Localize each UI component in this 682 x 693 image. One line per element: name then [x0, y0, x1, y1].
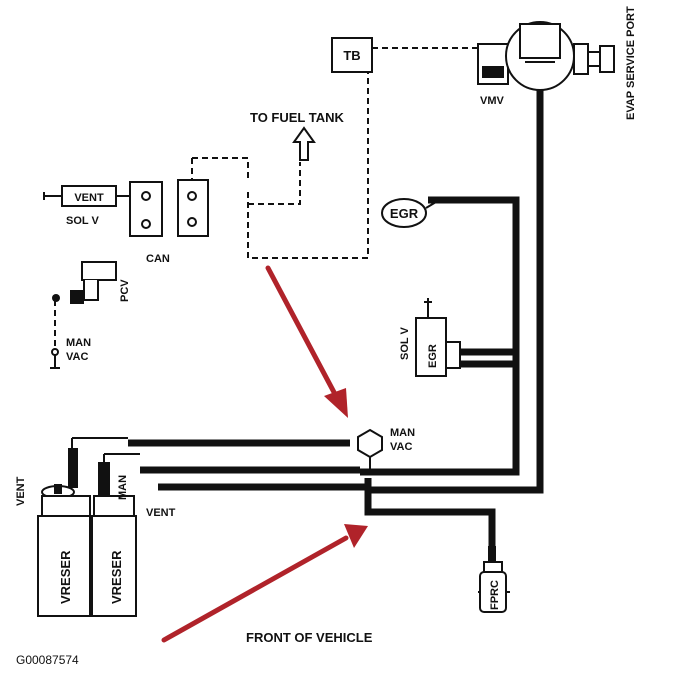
- man-reservoir-label: MAN: [117, 475, 129, 500]
- vacuum-reservoir-1: VRESER: [37, 438, 91, 617]
- figure-id-label: G00087574: [16, 653, 79, 667]
- pcv-label: PCV: [119, 279, 131, 302]
- pcv-valve: PCV: [52, 261, 131, 304]
- to-fuel-tank-arrow: TO FUEL TANK: [250, 110, 345, 161]
- fprc-label: FPRC: [489, 580, 501, 610]
- canister: CAN: [129, 179, 209, 265]
- egr-top-label: EGR: [390, 206, 419, 221]
- man-label-right: MAN: [390, 427, 415, 439]
- vacuum-reservoir-2: VRESER MAN: [91, 462, 137, 617]
- red-arrow-bottom: [161, 524, 368, 643]
- sol-v-label: SOL V: [66, 215, 99, 227]
- fprc-hose: [364, 478, 496, 548]
- vent-solenoid: VENT SOL V: [43, 185, 138, 227]
- egr-solenoid-label: EGR: [427, 344, 439, 368]
- man-label-left: MAN: [66, 337, 91, 349]
- vreser-1-label: VRESER: [58, 550, 73, 604]
- egr-vacuum-hose: [360, 196, 520, 476]
- vac-label-right: VAC: [390, 441, 412, 453]
- vent-box-label: VENT: [74, 192, 104, 204]
- front-of-vehicle-label: FRONT OF VEHICLE: [246, 630, 373, 645]
- man-vac-fitting: MAN VAC: [357, 427, 415, 470]
- sol-v-egr-label: SOL V: [399, 327, 411, 360]
- main-vacuum-hose-vertical: [370, 90, 544, 494]
- egr-solenoid: EGR SOL V: [399, 298, 461, 377]
- tb-label: TB: [343, 48, 360, 63]
- egr-valve: EGR: [381, 198, 437, 228]
- red-arrow-top: [265, 265, 348, 418]
- vent-bottom-label: VENT: [146, 507, 176, 519]
- can-label: CAN: [146, 253, 170, 265]
- evap-service-port-label: EVAP SERVICE PORT: [625, 6, 637, 120]
- fprc: FPRC: [478, 546, 510, 613]
- tb-box: TB: [331, 37, 373, 73]
- left-man-vac: MAN VAC: [50, 337, 91, 369]
- vac-label-left: VAC: [66, 351, 88, 363]
- egr-solenoid-hose: [455, 348, 516, 368]
- reservoir-connecting-lines: [72, 437, 140, 462]
- vreser-2-label: VRESER: [109, 550, 124, 604]
- to-fuel-tank-label: TO FUEL TANK: [250, 110, 345, 125]
- vent-left-label: VENT: [15, 476, 27, 506]
- vmv-label: VMV: [480, 95, 505, 107]
- vmv-valve: VMV EVAP SERVICE PORT: [477, 6, 637, 120]
